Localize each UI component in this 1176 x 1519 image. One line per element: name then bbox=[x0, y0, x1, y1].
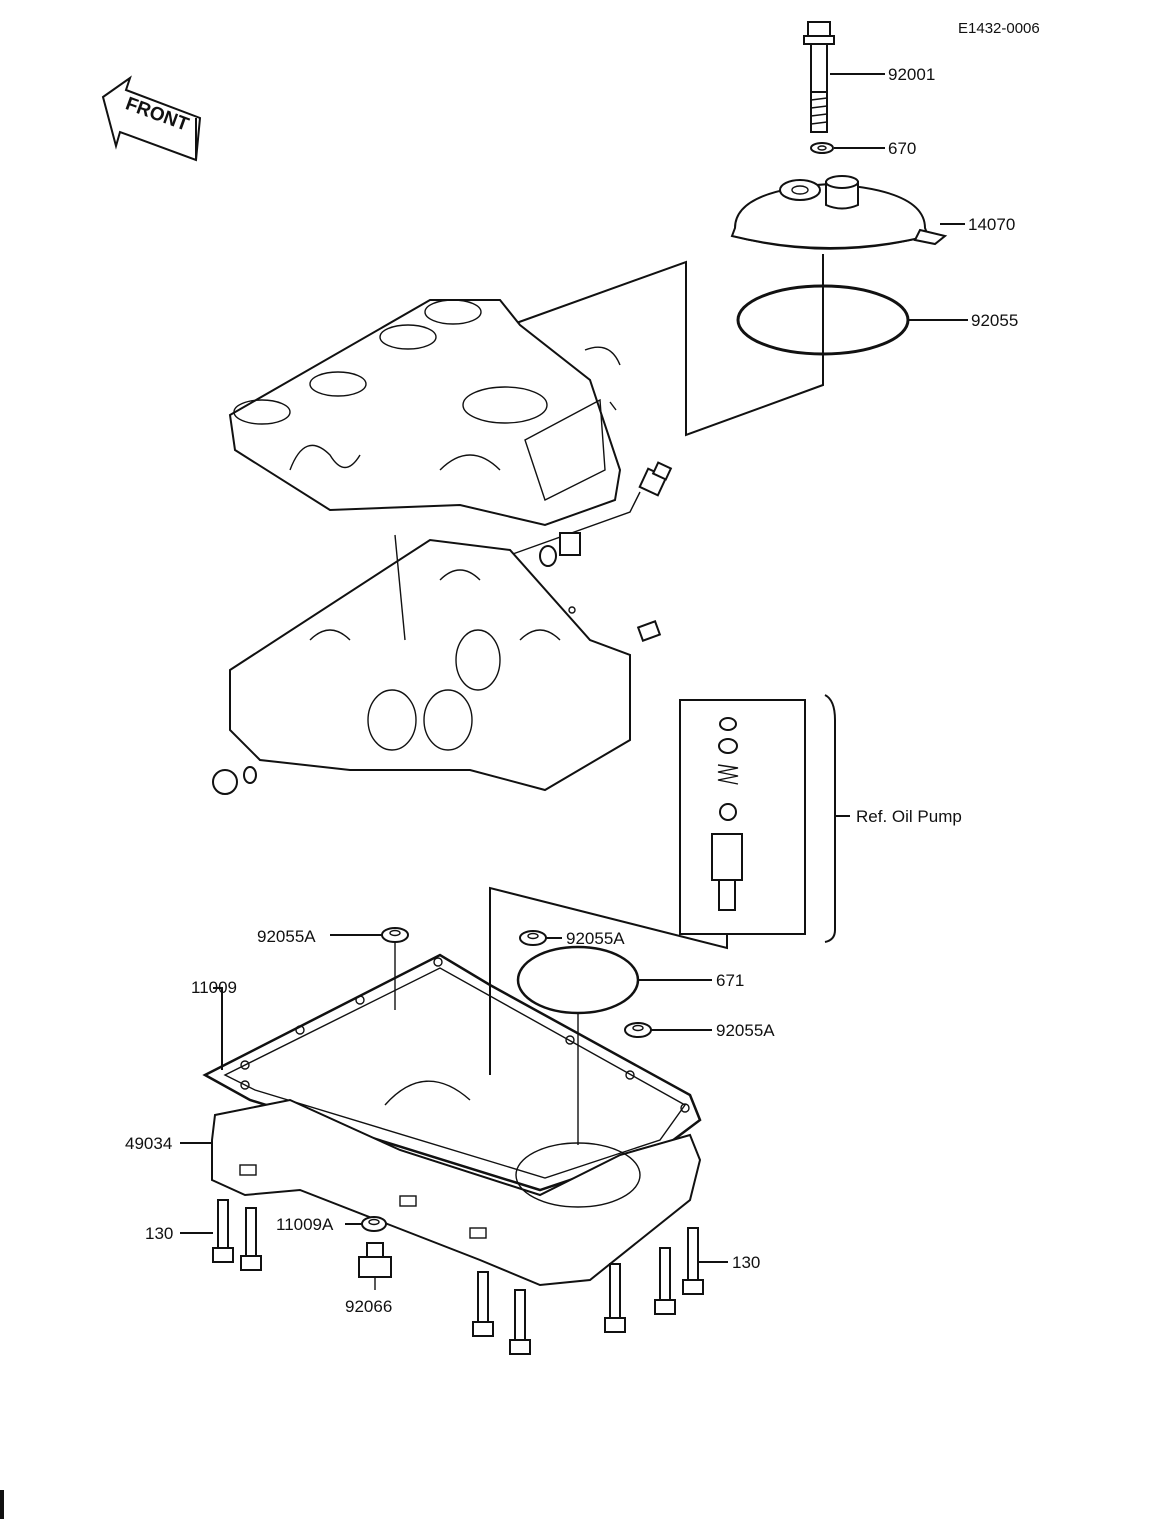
washer-670 bbox=[810, 142, 885, 154]
label-14070: 14070 bbox=[968, 215, 1015, 234]
upper-crankcase bbox=[228, 299, 622, 527]
oring-92055 bbox=[736, 284, 968, 356]
label-92066: 92066 bbox=[345, 1297, 392, 1316]
oring-671 bbox=[516, 945, 712, 1145]
bolts-130-left bbox=[180, 1199, 262, 1271]
label-92055a-left: 92055A bbox=[257, 927, 316, 946]
label-92055a-right: 92055A bbox=[716, 1021, 775, 1040]
lower-crankcase bbox=[229, 534, 662, 792]
front-plug bbox=[212, 766, 257, 795]
seal-92055a-right bbox=[624, 1022, 712, 1038]
label-11009: 11009 bbox=[191, 978, 237, 997]
label-671: 671 bbox=[716, 971, 744, 990]
label-92001: 92001 bbox=[888, 65, 935, 84]
drawing-code: E1432-0006 bbox=[958, 20, 1040, 37]
label-130-right: 130 bbox=[732, 1253, 760, 1272]
drain-washer-11009a bbox=[345, 1216, 387, 1232]
bolts-130-right bbox=[472, 1227, 728, 1355]
label-92055: 92055 bbox=[971, 311, 1018, 330]
pressure-switch bbox=[509, 461, 673, 556]
label-49034: 49034 bbox=[125, 1134, 172, 1153]
label-11009a: 11009A bbox=[276, 1215, 334, 1234]
label-130-left: 130 bbox=[145, 1224, 173, 1243]
label-92055a-mid: 92055A bbox=[566, 929, 625, 948]
label-670: 670 bbox=[888, 139, 916, 158]
bolt-92001 bbox=[803, 21, 885, 133]
label-ref-oil-pump: Ref. Oil Pump bbox=[856, 807, 962, 826]
fitting-a bbox=[539, 532, 581, 567]
oil-pump-reference-box bbox=[489, 694, 850, 1075]
drain-plug-92066 bbox=[358, 1242, 392, 1290]
margin-mark bbox=[0, 1490, 4, 1519]
front-arrow-icon: FRONT bbox=[101, 75, 202, 162]
oil-pan-49034 bbox=[180, 1080, 702, 1287]
seal-92055a-mid bbox=[519, 930, 562, 946]
seal-92055a-left bbox=[330, 927, 409, 1010]
filter-cover-14070 bbox=[730, 175, 965, 250]
